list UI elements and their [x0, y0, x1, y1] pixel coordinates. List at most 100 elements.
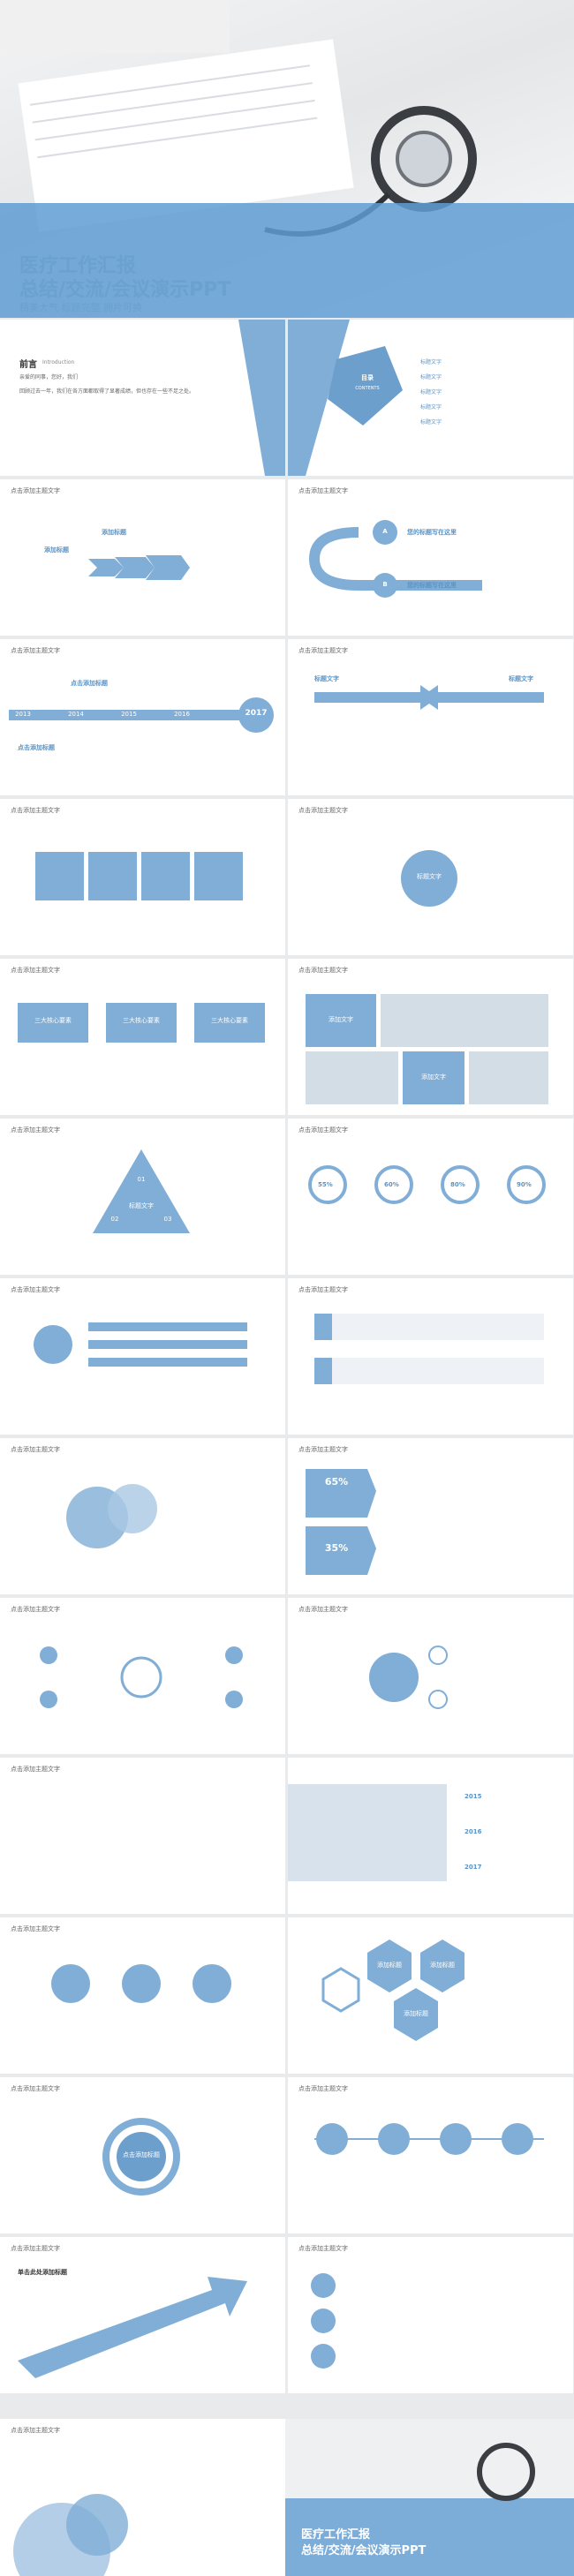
cover-title: 医疗工作汇报 [19, 255, 137, 277]
final-slide: 医疗工作汇报 总结/交流/会议演示PPT [285, 2419, 574, 2576]
slide-title: 点击添加主题文字 [11, 1286, 60, 1293]
intro-heading: 前言 [19, 360, 37, 370]
arrow-steps-slide: 点击添加主题文字 添加标题 添加标题 [0, 479, 285, 636]
year: 2016 [174, 711, 190, 718]
contents-item[interactable]: 标题文字 [420, 389, 442, 395]
cover-subtitle: 总结/交流/会议演示PPT [19, 279, 231, 301]
contents-item[interactable]: 标题文字 [420, 374, 442, 380]
percent-slide: 点击添加主题文字 55% 60% 80% 90% [288, 1119, 573, 1275]
hex-label: 添加标题 [430, 1962, 455, 1969]
final-subtitle: 总结/交流/会议演示PPT [301, 2544, 427, 2557]
year-label: 2017 [464, 1864, 482, 1871]
percent-value: 60% [384, 1181, 399, 1188]
slide-title: 点击添加主题文字 [298, 2085, 348, 2092]
photo-grid-slide: 点击添加主题文字 添加文字 添加文字 [288, 959, 573, 1115]
doctor-photo [0, 0, 574, 318]
slide-title: 点击添加主题文字 [11, 2085, 60, 2092]
arrows-slide: 点击添加主题文字 标题文字 标题文字 [288, 639, 573, 795]
timeline-slide: 点击添加主题文字 2013 2014 2015 2016 2017 点击添加标题… [0, 639, 285, 795]
growth-arrow-slide: 点击添加主题文字 单击此处添加标题 [0, 2237, 285, 2393]
intro-text-2: 回顾过去一年，我们在各方面都取得了显著成绩，但也存在一些不足之处。 [19, 388, 195, 395]
final-title: 医疗工作汇报 [301, 2528, 371, 2542]
step-title: 添加标题 [102, 529, 126, 536]
years-photo-slide: 2015 2016 2017 [288, 1758, 573, 1914]
slide-title: 点击添加主题文字 [298, 807, 348, 814]
intro-heading-en: Introduction [42, 359, 75, 365]
year-current: 2017 [245, 709, 268, 718]
steps-slide: 点击添加主题文字 [288, 2237, 573, 2393]
center-circle-slide: 点击添加主题文字 标题文字 [288, 799, 573, 955]
slide-title: 点击添加主题文字 [11, 487, 60, 494]
tri-num: 03 [163, 1216, 172, 1223]
stat-value: 35% [324, 1542, 349, 1554]
intro-slide: 前言 Introduction 亲爱的同事，您好，我们 回顾过去一年，我们在各方… [0, 320, 285, 476]
cover-tagline: 精美大气 标题完整 拥片可换 [19, 302, 142, 313]
slide-title: 点击添加主题文字 [11, 2245, 60, 2252]
stats-slide: 点击添加主题文字 65% 35% [288, 1438, 573, 1594]
stat-value: 65% [324, 1476, 349, 1488]
icons-grid-slide: 点击添加主题文字 [0, 1598, 285, 1754]
slide-title: 点击添加主题文字 [298, 487, 348, 494]
growth-title: 单击此处添加标题 [18, 2269, 67, 2276]
center-label: 标题文字 [417, 873, 442, 880]
tri-center: 标题文字 [129, 1202, 154, 1209]
intro-text-1: 亲爱的同事，您好，我们 [19, 374, 79, 380]
percent-value: 80% [450, 1181, 465, 1188]
tri-num: 02 [110, 1216, 119, 1223]
slide-title: 点击添加主题文字 [11, 1446, 60, 1453]
slide-title: 点击添加主题文字 [11, 1925, 60, 1932]
slide-title: 点击添加主题文字 [11, 807, 60, 814]
core-slide: 点击添加主题文字 三大核心要素 三大核心要素 三大核心要素 [0, 959, 285, 1115]
year: 2014 [68, 711, 84, 718]
contents-slide: 目录 CONTENTS 标题文字 标题文字 标题文字 标题文字 标题文字 [288, 320, 573, 476]
slide-title: 点击添加主题文字 [298, 1286, 348, 1293]
slide-title: 点击添加主题文字 [11, 1126, 60, 1134]
slide-title: 点击添加主题文字 [298, 1606, 348, 1613]
step-title: 添加标题 [44, 546, 69, 554]
ab-slide: 点击添加主题文字 A B 您的标题写在这里 您的标题写在这里 [288, 479, 573, 636]
hex-label: 添加标题 [404, 2010, 428, 2017]
slide-title: 点击添加主题文字 [298, 1126, 348, 1134]
slide-title: 点击添加主题文字 [298, 2245, 348, 2252]
contents-item[interactable]: 标题文字 [420, 419, 442, 426]
timeline-label: 点击添加标题 [18, 744, 55, 751]
title-a: 您的标题写在这里 [407, 529, 457, 536]
slide-title: 点击添加主题文字 [11, 1766, 60, 1773]
percent-value: 90% [517, 1181, 532, 1188]
photo-caption: 添加文字 [329, 1016, 353, 1023]
label-a: A [382, 528, 388, 535]
ring-center: 点击添加标题 [123, 2151, 160, 2158]
core-item: 三大核心要素 [211, 1017, 248, 1024]
core-item: 三大核心要素 [123, 1017, 160, 1024]
contents-item[interactable]: 标题文字 [420, 404, 442, 411]
process-slide: 点击添加主题文字 [288, 2077, 573, 2233]
contents-list: 标题文字 标题文字 标题文字 标题文字 标题文字 [420, 359, 442, 434]
slide-title: 点击添加主题文字 [298, 647, 348, 654]
contents-title-en: CONTENTS [355, 386, 380, 391]
slide-title: 点击添加主题文字 [11, 1606, 60, 1613]
slide-title: 点击添加主题文字 [298, 1446, 348, 1453]
slide-title: 点击添加主题文字 [298, 967, 348, 974]
tri-num: 01 [137, 1176, 146, 1183]
text-columns-slide: 点击添加主题文字 [0, 1758, 285, 1914]
timeline-label: 点击添加标题 [71, 680, 108, 687]
venn-slide: 点击添加主题文字 [0, 1438, 285, 1594]
list-slide: 点击添加主题文字 [0, 1278, 285, 1435]
circles-slide: 点击添加主题文字 [0, 2419, 285, 2576]
banner-slide: 点击添加主题文字 [288, 1278, 573, 1435]
year: 2015 [121, 711, 137, 718]
slide-title: 点击添加主题文字 [11, 2427, 60, 2434]
icon-boxes-slide: 点击添加主题文字 [0, 799, 285, 955]
triangle-slide: 点击添加主题文字 01 02 03 标题文字 [0, 1119, 285, 1275]
photo-caption: 添加文字 [421, 1073, 446, 1081]
contents-item[interactable]: 标题文字 [420, 359, 442, 365]
circle-icons-slide: 点击添加主题文字 [288, 1598, 573, 1754]
stethoscope-illustration [0, 0, 574, 318]
ring-slide: 点击添加主题文字 点击添加标题 [0, 2077, 285, 2233]
year-label: 2016 [464, 1828, 482, 1835]
arrow-label-right: 标题文字 [509, 675, 533, 682]
year: 2013 [15, 711, 31, 718]
icon-circles-slide: 点击添加主题文字 [0, 1917, 285, 2074]
hex-label: 添加标题 [377, 1962, 402, 1969]
